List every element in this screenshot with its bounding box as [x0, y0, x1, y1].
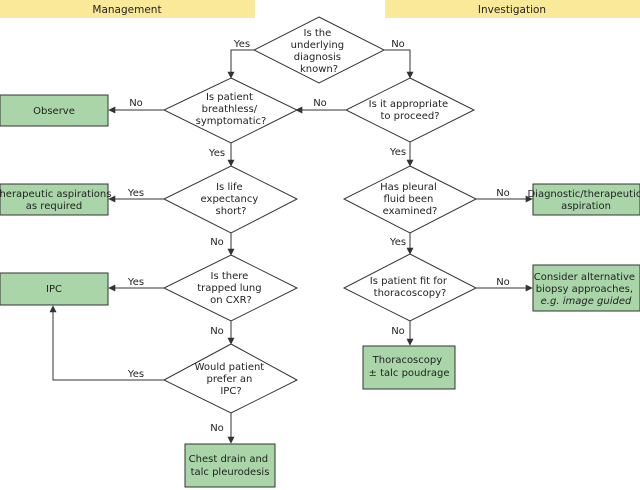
label-appropriate-yes: Yes [389, 147, 406, 158]
label-prefer-no: No [210, 423, 224, 434]
label-trapped-yes: Yes [127, 277, 144, 288]
management-header: Management [92, 4, 161, 16]
decision-trapped-lung-text: Is there trapped lung on CXR? [197, 271, 265, 306]
label-trapped-no: No [210, 326, 224, 337]
action-diagnostic-aspiration [532, 183, 640, 216]
edge-diagnosis-yes [227, 49, 254, 79]
investigation-header-band [385, 0, 640, 18]
label-fit-no-down: No [391, 326, 405, 337]
label-pleural-no: No [496, 188, 510, 199]
label-breathless-yes: Yes [208, 148, 225, 159]
edge-diagnosis-no [384, 49, 414, 79]
decision-pleural-fluid [342, 165, 478, 234]
action-alternative-biopsy [532, 264, 640, 312]
decision-diagnosis-known [252, 16, 386, 84]
action-observe [0, 94, 109, 127]
label-breathless-no: No [129, 98, 143, 109]
label-pleural-yes: Yes [389, 237, 406, 248]
decision-life-expectancy [162, 165, 299, 234]
decision-trapped-lung [162, 254, 299, 322]
decision-breathless [162, 77, 299, 144]
action-thoracoscopy [362, 345, 456, 390]
label-life-yes: Yes [127, 188, 144, 199]
decision-diagnosis-known-text: Is the underlying diagnosis known? [291, 28, 348, 75]
decision-appropriate-text: Is it appropriate to proceed? [369, 99, 452, 122]
label-prefer-yes: Yes [127, 369, 144, 380]
decision-pleural-fluid-text: Has pleural fluid been examined? [380, 182, 440, 217]
label-appropriate-no: No [313, 98, 327, 109]
decision-life-expectancy-text: Is life expectancy short? [201, 182, 262, 217]
decision-prefer-ipc [162, 343, 299, 414]
action-chest-drain-text: Chest drain and talc pleurodesis [189, 454, 272, 478]
decision-breathless-text: Is patient breathless/ symptomatic? [196, 92, 267, 127]
edge-prefer-yes [49, 305, 164, 381]
action-observe-text: Observe [33, 106, 75, 117]
label-diagnosis-yes: Yes [233, 39, 250, 50]
decision-appropriate [344, 77, 476, 143]
action-ipc-text: IPC [46, 284, 62, 295]
action-diagnostic-aspiration-text: Diagnostic/therapeutic aspiration [527, 189, 640, 212]
decision-fit-thoracoscopy-text: Is patient fit for thoracoscopy? [370, 276, 450, 299]
management-header-band [0, 0, 255, 18]
action-alternative-biopsy-text: Consider alternative biopsy approaches, … [534, 272, 639, 307]
action-therapeutic-aspirations [0, 183, 109, 216]
decision-fit-thoracoscopy [342, 253, 478, 322]
label-life-no: No [210, 237, 224, 248]
action-thoracoscopy-text: Thoracoscopy ± talc poudrage [369, 355, 450, 379]
edges [49, 49, 533, 444]
investigation-header: Investigation [478, 4, 546, 16]
label-fit-no-right: No [496, 277, 510, 288]
action-chest-drain [184, 443, 276, 488]
action-therapeutic-aspirations-text: Therapeutic aspirations as required [0, 189, 115, 212]
label-diagnosis-no: No [391, 39, 405, 50]
action-ipc [0, 272, 109, 306]
decision-prefer-ipc-text: Would patient prefer an IPC? [195, 362, 268, 397]
